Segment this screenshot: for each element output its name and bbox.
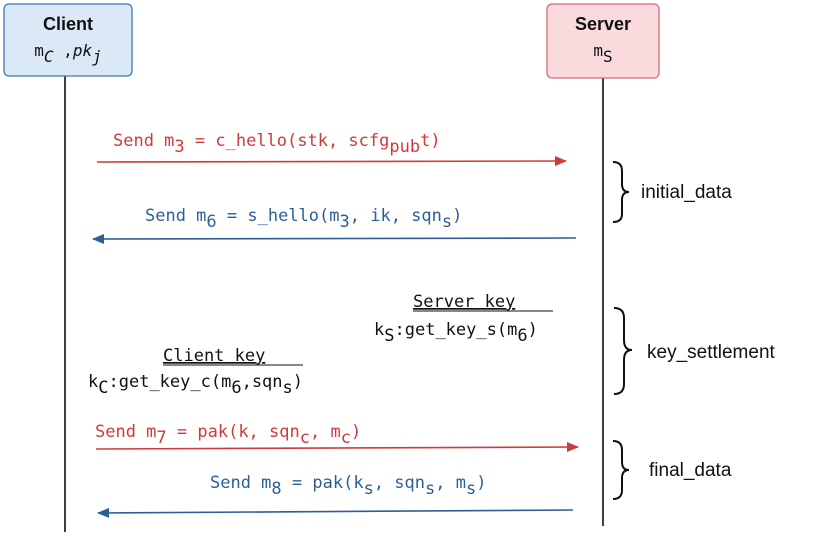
message-m7: Send m7 = pak(k, sqnc, mc) <box>95 422 579 453</box>
phase-final-label: final_data <box>649 460 732 481</box>
server-title: Server <box>575 14 631 34</box>
server-box: Server mS <box>546 3 660 79</box>
phase-initial-data: initial_data <box>612 161 732 223</box>
message-m6-label: Send m6 = s_hello(m3, ik, sqns) <box>145 206 462 232</box>
server-key-heading: Server key <box>413 292 515 312</box>
message-m7-arrow <box>95 442 579 453</box>
message-m7-label: Send m7 = pak(k, sqnc, mc) <box>95 422 361 448</box>
client-box: Client mC ,pkj <box>3 3 133 77</box>
server-key-expr: kS:get_key_s(m6) <box>374 320 538 346</box>
message-m3-arrow <box>96 156 567 167</box>
message-m8-arrow <box>97 507 574 518</box>
phase-settlement-label: key_settlement <box>647 342 776 363</box>
phase-initial-label: initial_data <box>641 182 732 203</box>
message-m3: Send m3 = c_hello(stk, scfgpubt) <box>96 131 567 167</box>
message-m6: Send m6 = s_hello(m3, ik, sqns) <box>92 206 577 244</box>
client-params: mC ,pkj <box>34 41 101 66</box>
client-title: Client <box>43 14 93 34</box>
message-m8-label: Send m8 = pak(ks, sqns, ms) <box>210 473 486 499</box>
client-key-expr: kC:get_key_c(m6,sqns) <box>88 372 303 398</box>
server-key-block: Server key kS:get_key_s(m6) <box>374 292 553 346</box>
message-m3-label: Send m3 = c_hello(stk, scfgpubt) <box>113 131 441 157</box>
phase-final-data: final_data <box>612 440 732 500</box>
message-m6-arrow <box>92 233 577 244</box>
brace-final <box>612 440 630 500</box>
brace-settlement <box>613 307 633 395</box>
brace-initial <box>612 161 630 223</box>
client-key-heading: Client key <box>163 346 265 366</box>
client-key-block: Client key kC:get_key_c(m6,sqns) <box>88 346 303 398</box>
phase-key-settlement: key_settlement <box>613 307 776 395</box>
server-params: mS <box>593 41 612 66</box>
message-m8: Send m8 = pak(ks, sqns, ms) <box>97 473 574 518</box>
